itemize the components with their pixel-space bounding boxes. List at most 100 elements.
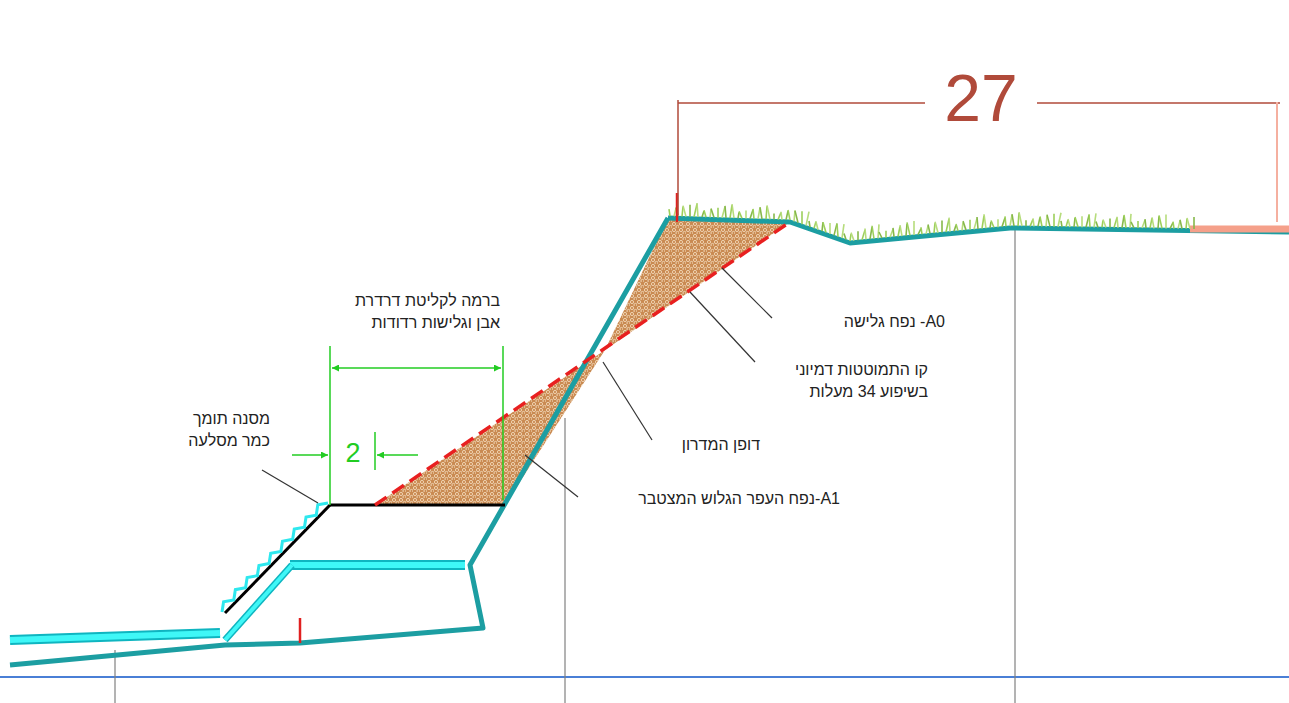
grass-blade (1187, 218, 1190, 229)
grass-blade (1130, 214, 1131, 228)
grass-blade (997, 219, 999, 227)
grass-blade (865, 229, 866, 240)
grass-blade (816, 222, 818, 230)
annotation-label: דופן המדרון (650, 434, 760, 456)
grass-blade (689, 205, 691, 217)
grass-blade (1180, 220, 1182, 229)
grass-blade (1040, 217, 1042, 227)
grass-blade (829, 223, 831, 234)
grass-blade (1019, 212, 1022, 226)
grass-blade (809, 221, 810, 227)
grass-blade (1068, 219, 1070, 227)
grass-blade (738, 212, 739, 218)
grass-blade (991, 221, 994, 228)
grass-blade (851, 233, 854, 241)
grass-blade (1030, 219, 1033, 226)
grass-blade (898, 227, 900, 237)
grass-blade (788, 210, 790, 220)
ground-outline (10, 218, 1289, 665)
support-structures (10, 503, 465, 640)
grass-blade (1005, 216, 1006, 226)
annotation-label: ברמה לקליטת דרדרת אבן וגלישות רדודות (332, 290, 500, 335)
grid-lines (115, 228, 1015, 703)
grass-blade (935, 222, 938, 233)
grass-blade (781, 212, 782, 220)
grass-blade (842, 224, 844, 238)
grass-blade (941, 220, 943, 232)
grass-blade (934, 223, 935, 233)
grass-blade (697, 203, 698, 217)
grass-blade (857, 231, 859, 240)
grass-blade (900, 225, 902, 236)
grass-blade (760, 207, 762, 219)
grass-blade (956, 224, 958, 231)
grass-blade (1170, 223, 1173, 229)
annotation-label: קו התמוטטות דמיוני בשיפוע 34 מעלות (758, 359, 928, 404)
grass-blade (1165, 214, 1167, 228)
grass-blade (1103, 220, 1106, 228)
grass-blade (694, 204, 697, 217)
grass-blade (1061, 221, 1062, 227)
grass-blade (1117, 217, 1118, 228)
dimension-value: 2 (338, 439, 368, 469)
grass-blade (837, 224, 838, 237)
grass-blade (725, 206, 726, 218)
grass-blade (704, 210, 706, 217)
grass-blade (711, 209, 714, 218)
grass-blade (906, 224, 907, 236)
grass-blade (801, 211, 803, 224)
dimension-value: 27 (925, 62, 1037, 135)
failure-line (375, 222, 790, 505)
grass-blade (1159, 215, 1162, 228)
grass-blade (1137, 221, 1139, 228)
dimension-extension (1276, 102, 1278, 222)
annotation-label: מסנה תומך כמר מסלעה (178, 408, 270, 453)
grass-blade (1053, 214, 1055, 227)
grass-blade (1089, 214, 1090, 227)
grass-blade (778, 213, 781, 220)
grass-blade (1086, 215, 1089, 227)
road-strip (1190, 226, 1289, 233)
grass-blade (683, 206, 686, 217)
grass-blade (1012, 214, 1014, 226)
grass-blade (907, 222, 910, 235)
reference-line (0, 676, 1289, 678)
grass-blade (984, 214, 986, 228)
grass-blade (767, 205, 770, 219)
grass-blade (844, 234, 846, 240)
grass-blade (1173, 222, 1174, 229)
grass-blade (1142, 220, 1145, 228)
grass-blade (1131, 222, 1134, 228)
grass-blade (732, 204, 734, 218)
grass-blade (872, 226, 874, 239)
grass-blade (949, 218, 950, 232)
leader-lines (262, 268, 772, 503)
grass-blade (962, 223, 963, 231)
annotation-label: A1-נפח העפר הגלוש המצטבר (580, 488, 840, 510)
grass-blade (990, 222, 991, 228)
grass-blade (977, 217, 978, 229)
grass-blade (1096, 221, 1098, 227)
grass-blade (717, 208, 719, 218)
grass-blade (1193, 217, 1195, 229)
grass-blade (885, 231, 887, 238)
grass-blade (913, 221, 915, 235)
grass-blade (1114, 218, 1117, 228)
grass-blade (739, 211, 742, 218)
riprap-zigzag (222, 503, 328, 612)
berm-dimensions (292, 346, 503, 505)
grass (669, 203, 1194, 241)
grass-blade (954, 225, 956, 231)
grass-blade (850, 234, 851, 241)
grass-blade (928, 225, 930, 234)
grass-blade (1075, 217, 1078, 227)
grass-blade (806, 212, 809, 226)
grass-blade (1124, 215, 1126, 228)
grass-blade (1081, 216, 1083, 227)
station-ticks (300, 193, 677, 643)
grass-blade (823, 223, 826, 233)
grass-blade (722, 207, 725, 218)
annotation-label: A0- נפח גלישה (775, 311, 945, 333)
